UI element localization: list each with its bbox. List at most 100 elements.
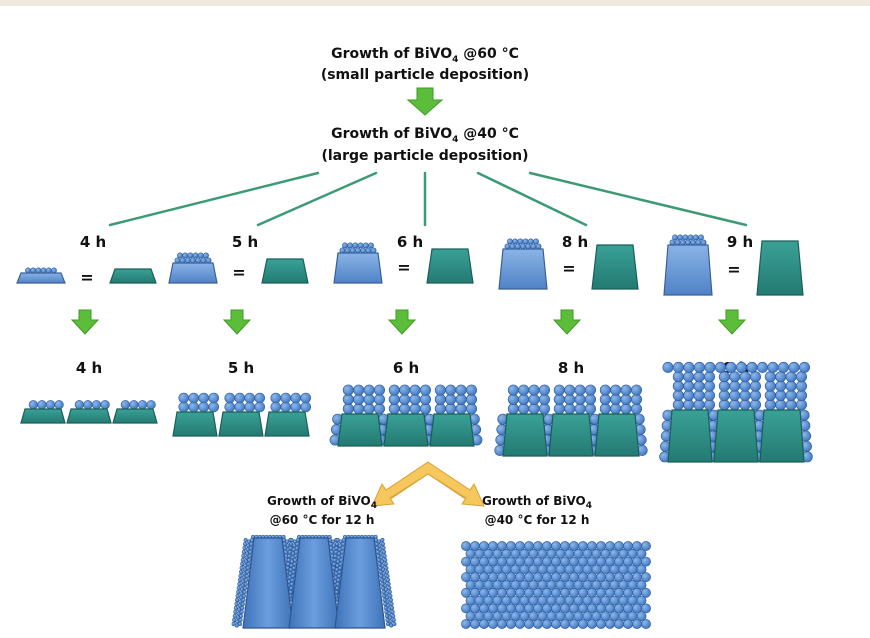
teal-column	[426, 248, 474, 284]
particle	[488, 619, 498, 629]
teal-column	[109, 268, 157, 284]
particle	[146, 400, 156, 410]
particle	[517, 238, 524, 245]
particle	[533, 238, 539, 245]
particle	[610, 393, 622, 405]
particle	[336, 577, 341, 582]
particle	[174, 257, 181, 264]
particle	[40, 267, 47, 274]
particle	[331, 543, 336, 548]
particle	[234, 401, 246, 413]
particle	[236, 611, 241, 616]
particle	[137, 400, 148, 410]
particle	[387, 585, 392, 590]
teal-column	[264, 411, 310, 437]
particle	[574, 393, 586, 405]
particle	[785, 371, 797, 383]
teal-column	[337, 413, 383, 447]
particle	[100, 400, 110, 410]
particle	[347, 242, 354, 249]
particle	[522, 238, 529, 245]
particle	[352, 242, 359, 249]
particle	[337, 565, 342, 570]
particle	[203, 252, 209, 259]
particle	[620, 403, 632, 415]
particle	[764, 399, 776, 411]
particle	[238, 617, 243, 622]
particle	[239, 565, 244, 570]
particle	[693, 389, 705, 401]
particle	[599, 384, 611, 396]
particle	[382, 597, 387, 602]
particle	[300, 401, 312, 413]
particle	[409, 384, 421, 396]
particle	[703, 380, 715, 392]
particle	[232, 613, 237, 618]
teal-column	[172, 411, 218, 437]
particle	[245, 551, 250, 556]
particle	[518, 403, 530, 415]
stage-time-label: 5 h	[232, 233, 258, 251]
particle	[387, 611, 392, 616]
particle	[285, 539, 290, 544]
particle	[409, 403, 421, 415]
teal-column	[756, 240, 804, 296]
particle	[630, 384, 642, 396]
particle	[538, 403, 550, 415]
connector-lines	[108, 171, 748, 227]
particle	[662, 361, 674, 373]
particle	[515, 619, 525, 629]
particle	[333, 553, 338, 558]
particle	[243, 585, 248, 590]
equals-sign: =	[562, 259, 575, 278]
particle	[599, 403, 611, 415]
bottom-left-title: Growth of BiVO4	[267, 494, 377, 511]
particle	[237, 603, 242, 608]
particle	[528, 403, 540, 415]
particle	[718, 371, 730, 383]
particle	[254, 392, 266, 404]
particle	[287, 549, 292, 554]
particle	[525, 243, 532, 250]
particle	[785, 399, 797, 411]
particle	[200, 257, 207, 264]
particle	[584, 403, 596, 415]
particle	[377, 565, 382, 570]
particle	[238, 621, 243, 626]
equals-sign: =	[397, 258, 410, 277]
particle	[700, 239, 707, 246]
particle	[241, 575, 246, 580]
particle	[729, 371, 741, 383]
particle	[339, 247, 346, 254]
particle	[599, 393, 611, 405]
stage-comparison: 8 h=	[498, 233, 639, 290]
particle	[381, 545, 386, 550]
particle	[243, 537, 248, 542]
particle	[399, 384, 411, 396]
step1-title: Growth of BiVO4 @60 °C	[331, 46, 519, 65]
particle	[334, 571, 339, 576]
particle	[385, 573, 390, 578]
particle	[244, 573, 249, 578]
particle	[739, 389, 751, 401]
particle	[703, 399, 715, 411]
stage-film: 4 h	[20, 359, 158, 424]
particle	[419, 384, 431, 396]
particle	[381, 589, 386, 594]
particle	[74, 400, 84, 410]
particle	[342, 384, 354, 396]
particle	[236, 585, 241, 590]
particle	[281, 534, 286, 539]
particle	[388, 593, 393, 598]
stage-film: 6 h	[329, 359, 483, 447]
particle	[285, 543, 290, 548]
particle	[336, 573, 341, 578]
particle	[749, 371, 761, 383]
particle	[234, 601, 239, 606]
blue-substrate	[663, 244, 713, 296]
particle	[777, 361, 789, 373]
particle	[287, 553, 292, 558]
yellow-chevron-split-arrow-icon	[371, 461, 485, 507]
particle	[672, 389, 684, 401]
particle	[630, 393, 642, 405]
